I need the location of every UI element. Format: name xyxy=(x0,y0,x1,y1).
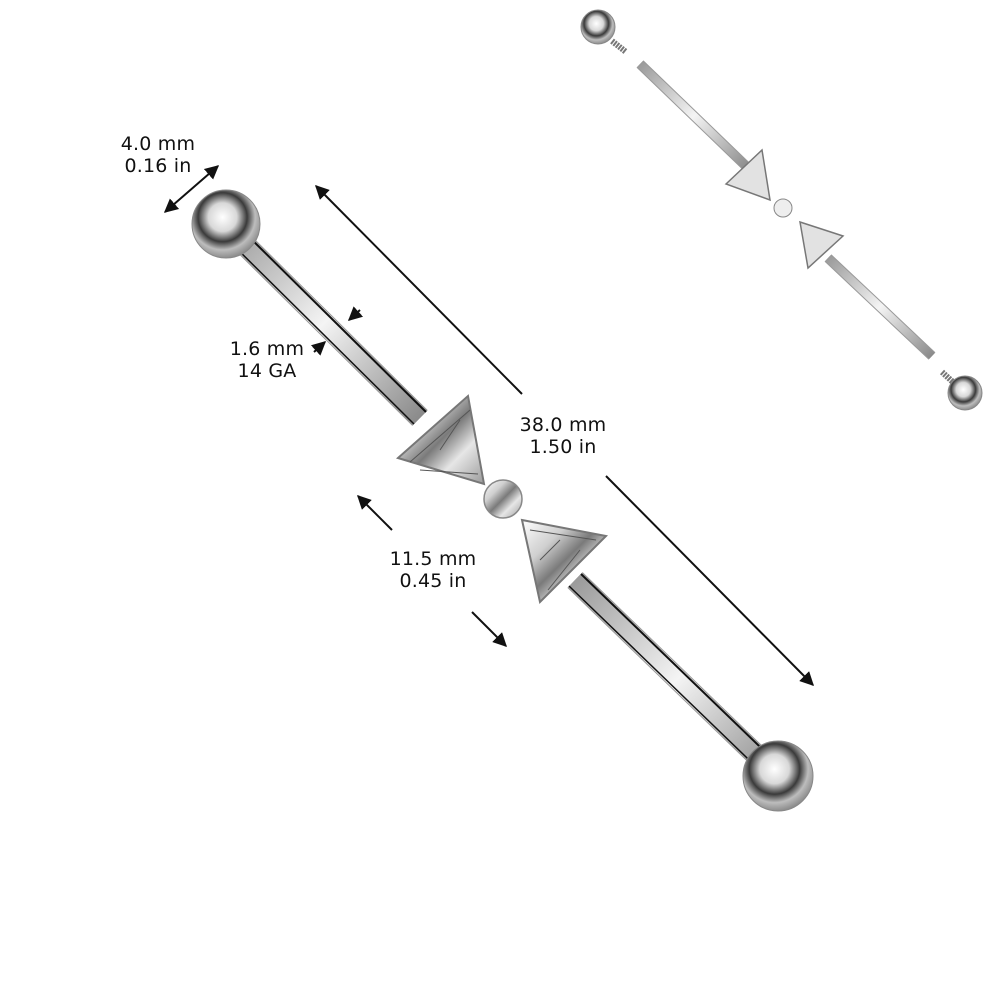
gauge-metric: 1.6 mm xyxy=(229,338,305,360)
ball-size-label: 4.0 mm 0.16 in xyxy=(108,133,208,177)
charm-length-imperial: 0.45 in xyxy=(399,570,467,592)
length-metric: 38.0 mm xyxy=(519,414,607,436)
charm-length-metric: 11.5 mm xyxy=(389,548,477,570)
length-label: 38.0 mm 1.50 in xyxy=(508,414,618,458)
gauge-label: 1.6 mm 14 GA xyxy=(222,338,312,382)
bottom-ball xyxy=(742,740,814,812)
length-imperial: 1.50 in xyxy=(529,436,597,458)
top-ball xyxy=(191,189,261,259)
inset-exploded-view xyxy=(580,9,983,411)
ball-size-metric: 4.0 mm xyxy=(120,133,196,155)
main-barbell xyxy=(191,189,814,812)
bow-charm xyxy=(395,394,609,604)
dimension-lines xyxy=(163,165,814,686)
charm-length-label: 11.5 mm 0.45 in xyxy=(378,548,488,592)
ball-size-imperial: 0.16 in xyxy=(124,155,192,177)
gauge-imperial: 14 GA xyxy=(237,360,297,382)
